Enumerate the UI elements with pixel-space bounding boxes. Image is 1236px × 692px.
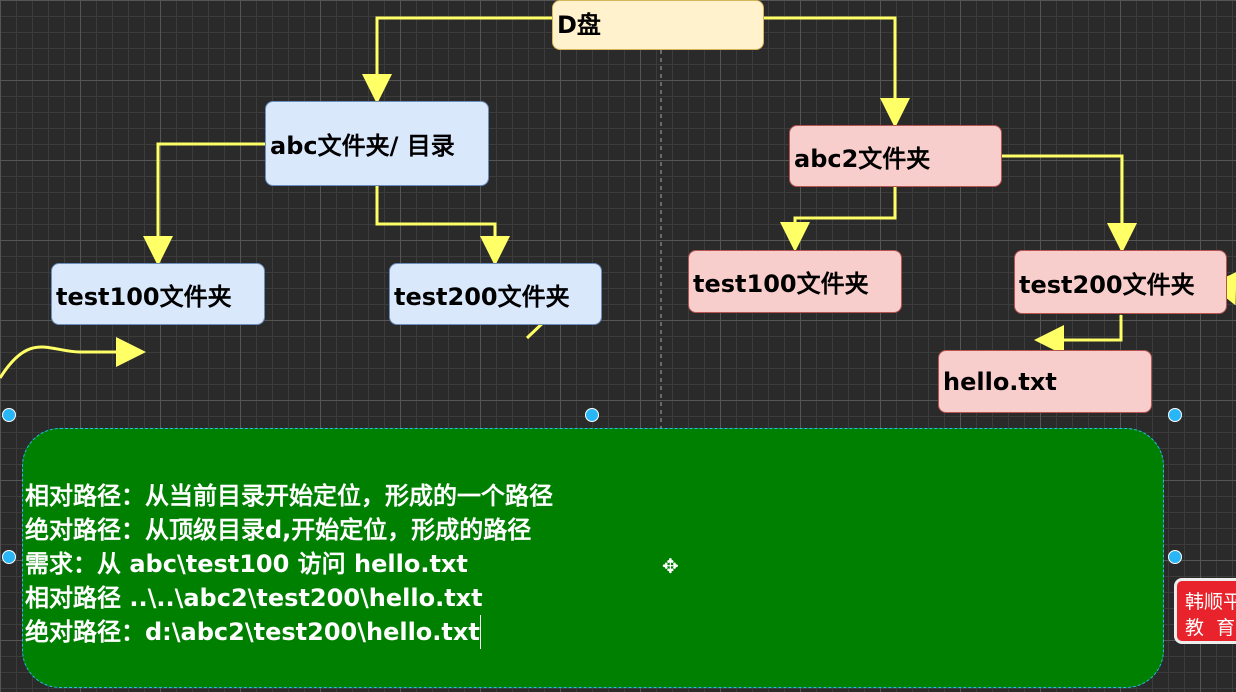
node-abc2-test100[interactable]: test100文件夹 — [688, 250, 902, 313]
explanation-note[interactable]: 相对路径：从当前目录开始定位，形成的一个路径 绝对路径：从顶级目录d,开始定位，… — [22, 428, 1164, 688]
node-label: D盘 — [557, 11, 601, 39]
note-line: 绝对路径：d:\abc2\test200\hello.txt — [25, 615, 481, 649]
logo-text: 韩顺平 — [1185, 591, 1236, 613]
resize-handle[interactable] — [585, 408, 599, 422]
node-abc2-test200[interactable]: test200文件夹 — [1014, 250, 1227, 314]
move-cursor-icon: ✥ — [662, 554, 679, 578]
node-label: abc文件夹/ 目录 — [270, 132, 455, 160]
note-line: 相对路径：从当前目录开始定位，形成的一个路径 — [25, 482, 553, 510]
edge-root-abc — [362, 16, 552, 104]
edge-abc2-test100 — [780, 187, 897, 252]
node-label: abc2文件夹 — [794, 144, 931, 173]
edge-abc-test200 — [375, 186, 510, 266]
node-abc-test100[interactable]: test100文件夹 — [51, 263, 265, 325]
node-abc2[interactable]: abc2文件夹 — [789, 125, 1002, 187]
resize-handle[interactable] — [2, 408, 16, 422]
node-hello-txt[interactable]: hello.txt — [938, 350, 1152, 413]
note-line: 绝对路径：从顶级目录d,开始定位，形成的路径 — [25, 516, 532, 544]
node-label: test200文件夹 — [1019, 270, 1195, 299]
brand-logo: 韩顺平 教 育 — [1174, 578, 1236, 644]
resize-handle[interactable] — [2, 550, 16, 564]
logo-text: 教 育 — [1185, 617, 1236, 639]
note-line: 相对路径 ..\..\abc2\test200\hello.txt — [25, 584, 483, 612]
node-label: hello.txt — [943, 367, 1057, 396]
resize-handle[interactable] — [1168, 550, 1182, 564]
edge-abc-test100 — [143, 142, 265, 266]
note-line: 需求：从 abc\test100 访问 hello.txt — [25, 550, 468, 578]
edge-abc2-test200 — [1002, 154, 1137, 253]
node-label: test200文件夹 — [394, 282, 570, 311]
node-abc[interactable]: abc文件夹/ 目录 — [265, 101, 489, 186]
edge-test200-hello — [1034, 315, 1123, 355]
resize-handle[interactable] — [1168, 408, 1182, 422]
node-label: test100文件夹 — [56, 282, 232, 311]
node-d-drive[interactable]: D盘 — [552, 0, 764, 50]
edge-root-abc2 — [764, 16, 910, 128]
free-curve — [0, 337, 146, 379]
node-abc-test200[interactable]: test200文件夹 — [389, 263, 602, 325]
node-label: test100文件夹 — [693, 270, 869, 298]
